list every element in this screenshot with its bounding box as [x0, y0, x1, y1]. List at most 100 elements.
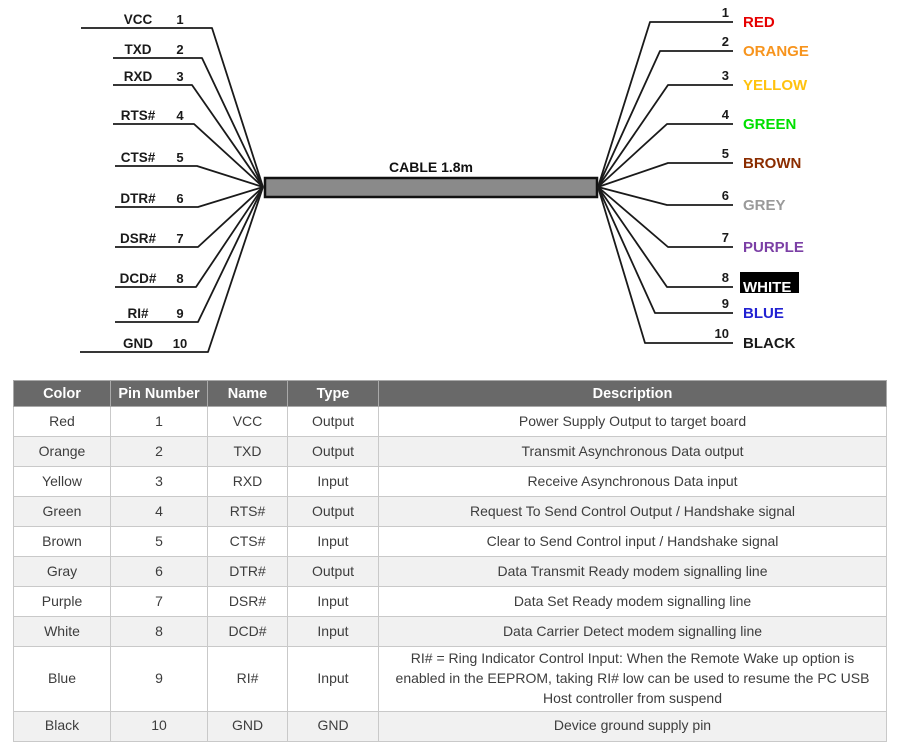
cell-name: RXD: [207, 466, 288, 497]
cell-type: Output: [287, 496, 379, 527]
column-header: Description: [378, 380, 887, 407]
left-wire: [113, 84, 264, 188]
cell-description: Data Set Ready modem signalling line: [378, 586, 887, 617]
cell-description: Clear to Send Control input / Handshake …: [378, 526, 887, 557]
left-pin-number: 10: [173, 336, 187, 351]
cable-label: CABLE 1.8m: [389, 159, 473, 175]
wire-color-label: BLACK: [743, 335, 796, 352]
left-pin-number: 1: [176, 12, 183, 27]
wire-color-label: GREY: [743, 197, 786, 214]
wire-color-label: RED: [743, 14, 775, 31]
wire-color-label: WHITE: [743, 279, 791, 296]
cell-color: Purple: [13, 586, 111, 617]
cell-color: Black: [13, 710, 111, 742]
cell-color: Blue: [13, 646, 111, 712]
right-pin-number: 6: [722, 188, 729, 203]
cell-description: Receive Asynchronous Data input: [378, 466, 887, 497]
wire-color-label: BROWN: [743, 155, 801, 172]
column-header: Pin Number: [110, 380, 208, 407]
cell-color: Gray: [13, 556, 111, 587]
right-pin-number: 9: [722, 296, 729, 311]
cell-name: CTS#: [207, 526, 288, 557]
right-pin-number: 8: [722, 270, 729, 285]
cell-name: DCD#: [207, 616, 288, 647]
left-pin-label: DSR#: [120, 231, 157, 246]
cell-pin: 1: [110, 406, 208, 437]
left-wire: [113, 123, 264, 188]
cell-description: Transmit Asynchronous Data output: [378, 436, 887, 467]
left-pin-label: RTS#: [121, 108, 156, 123]
cell-name: GND: [207, 710, 288, 742]
cell-color: Orange: [13, 436, 111, 467]
left-pin-label: TXD: [125, 42, 152, 57]
cell-name: VCC: [207, 406, 288, 437]
cell-pin: 9: [110, 646, 208, 712]
cell-pin: 5: [110, 526, 208, 557]
left-pin-label: VCC: [124, 12, 153, 27]
right-pin-number: 10: [715, 326, 729, 341]
left-pin-label: RXD: [124, 69, 153, 84]
cell-description: Power Supply Output to target board: [378, 406, 887, 437]
left-pin-number: 3: [176, 69, 183, 84]
right-wire: [597, 84, 733, 188]
left-pin-label: DCD#: [120, 271, 157, 286]
wire-color-label: YELLOW: [743, 77, 808, 94]
right-pin-number: 1: [722, 5, 729, 20]
cell-description: Request To Send Control Output / Handsha…: [378, 496, 887, 527]
left-pin-number: 5: [176, 150, 183, 165]
wire-color-label: GREEN: [743, 116, 796, 133]
cell-type: Output: [287, 556, 379, 587]
cell-pin: 3: [110, 466, 208, 497]
cell-name: DSR#: [207, 586, 288, 617]
cell-color: Red: [13, 406, 111, 437]
right-pin-number: 3: [722, 68, 729, 83]
wire-color-label: BLUE: [743, 305, 784, 322]
right-wire: [597, 21, 733, 188]
cell-type: GND: [287, 710, 379, 742]
wire-color-label: PURPLE: [743, 239, 804, 256]
cell-name: RTS#: [207, 496, 288, 527]
wire-label-highlight: [740, 272, 799, 293]
cell-description: RI# = Ring Indicator Control Input: When…: [378, 646, 887, 712]
cell-type: Output: [287, 436, 379, 467]
cell-pin: 7: [110, 586, 208, 617]
left-wire: [115, 165, 264, 188]
right-wire: [597, 186, 733, 206]
right-wire: [597, 162, 733, 188]
wire-color-label: ORANGE: [743, 43, 809, 60]
right-wire: [597, 186, 733, 344]
cell-type: Input: [287, 466, 379, 497]
cell-name: DTR#: [207, 556, 288, 587]
left-pin-label: RI#: [127, 306, 149, 321]
cell-description: Device ground supply pin: [378, 710, 887, 742]
right-pin-number: 2: [722, 34, 729, 49]
left-wire: [115, 186, 264, 323]
right-wire: [597, 186, 733, 314]
cell-pin: 6: [110, 556, 208, 587]
cell-color: White: [13, 616, 111, 647]
left-wire: [115, 186, 264, 248]
left-pin-number: 9: [176, 306, 183, 321]
right-pin-number: 4: [722, 107, 730, 122]
cell-name: RI#: [207, 646, 288, 712]
left-pin-number: 6: [176, 191, 183, 206]
cell-pin: 8: [110, 616, 208, 647]
left-wire: [81, 27, 264, 188]
right-pin-number: 5: [722, 146, 729, 161]
cell-description: Data Transmit Ready modem signalling lin…: [378, 556, 887, 587]
left-wire: [113, 57, 264, 188]
cell-color: Yellow: [13, 466, 111, 497]
right-wire: [597, 50, 733, 188]
